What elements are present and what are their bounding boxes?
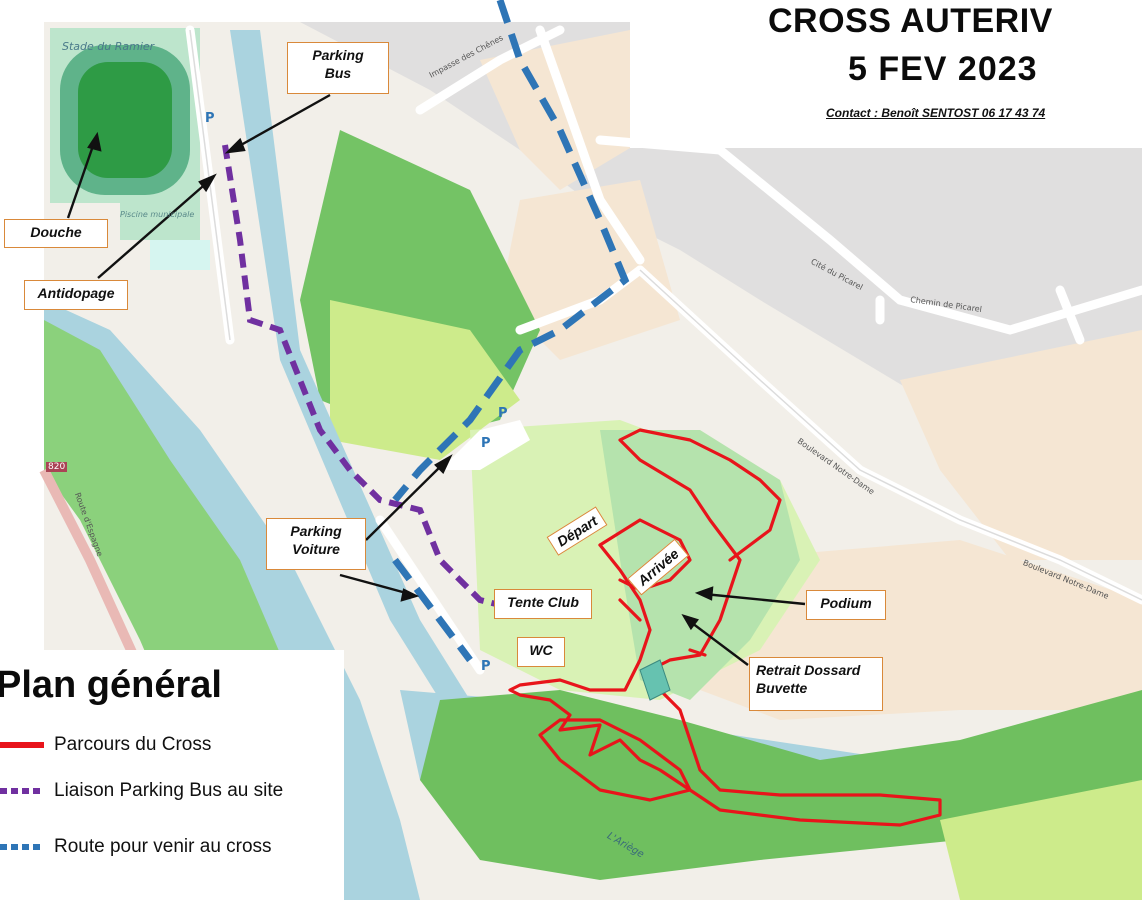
retrait-dossard-label: Retrait Dossard Buvette: [749, 657, 883, 711]
parking-voiture-line1: Parking: [290, 523, 342, 539]
svg-text:P: P: [481, 436, 491, 451]
svg-text:P: P: [498, 406, 508, 421]
douche-label: Douche: [4, 219, 108, 248]
retrait-dossard-line2: Buvette: [756, 680, 808, 696]
parking-voiture-line2: Voiture: [292, 541, 340, 557]
road-number: 820: [46, 462, 68, 472]
event-date: 5 FEV 2023: [848, 50, 1038, 88]
legend-item-route: Parcours du Cross: [0, 734, 211, 756]
dashed-line-icon: [0, 788, 44, 794]
legend-item-label: Liaison Parking Bus au site: [54, 780, 284, 801]
legend-panel: [0, 650, 344, 900]
legend-title: Plan général: [0, 664, 222, 706]
access-road-line: [392, 0, 630, 503]
wc-label: WC: [517, 637, 565, 667]
event-title: CROSS AUTERIV: [768, 2, 1053, 40]
legend-item-label: Parcours du Cross: [54, 734, 212, 755]
tente-club-label: Tente Club: [494, 589, 592, 619]
contact-line: Contact : Benoît SENTOST 06 17 43 74: [826, 106, 1046, 120]
legend-item-bus: Liaison Parking Bus au site: [0, 780, 283, 802]
parking-bus-line2: Bus: [324, 65, 352, 81]
residential-area: [300, 22, 1142, 480]
parking-voiture-label: Parking Voiture: [266, 518, 366, 570]
parking-bus-line1: Parking: [312, 47, 364, 63]
parking-bus-label: Parking Bus: [287, 42, 389, 94]
antidopage-label: Antidopage: [24, 280, 128, 310]
svg-text:P: P: [205, 111, 215, 126]
dashed-line-icon: [0, 844, 44, 850]
podium-label: Podium: [806, 590, 886, 620]
solid-line-icon: [0, 742, 44, 748]
retrait-dossard-line1: Retrait Dossard: [756, 662, 861, 678]
bus-link-line: [222, 144, 501, 608]
stade-label: Stade du Ramier: [62, 40, 155, 53]
piscine-label: Piscine municipale: [120, 210, 195, 219]
cross-route: [508, 428, 942, 827]
legend-item-access: Route pour venir au cross: [0, 836, 272, 858]
svg-text:P: P: [481, 659, 491, 674]
legend-item-label: Route pour venir au cross: [54, 836, 272, 857]
